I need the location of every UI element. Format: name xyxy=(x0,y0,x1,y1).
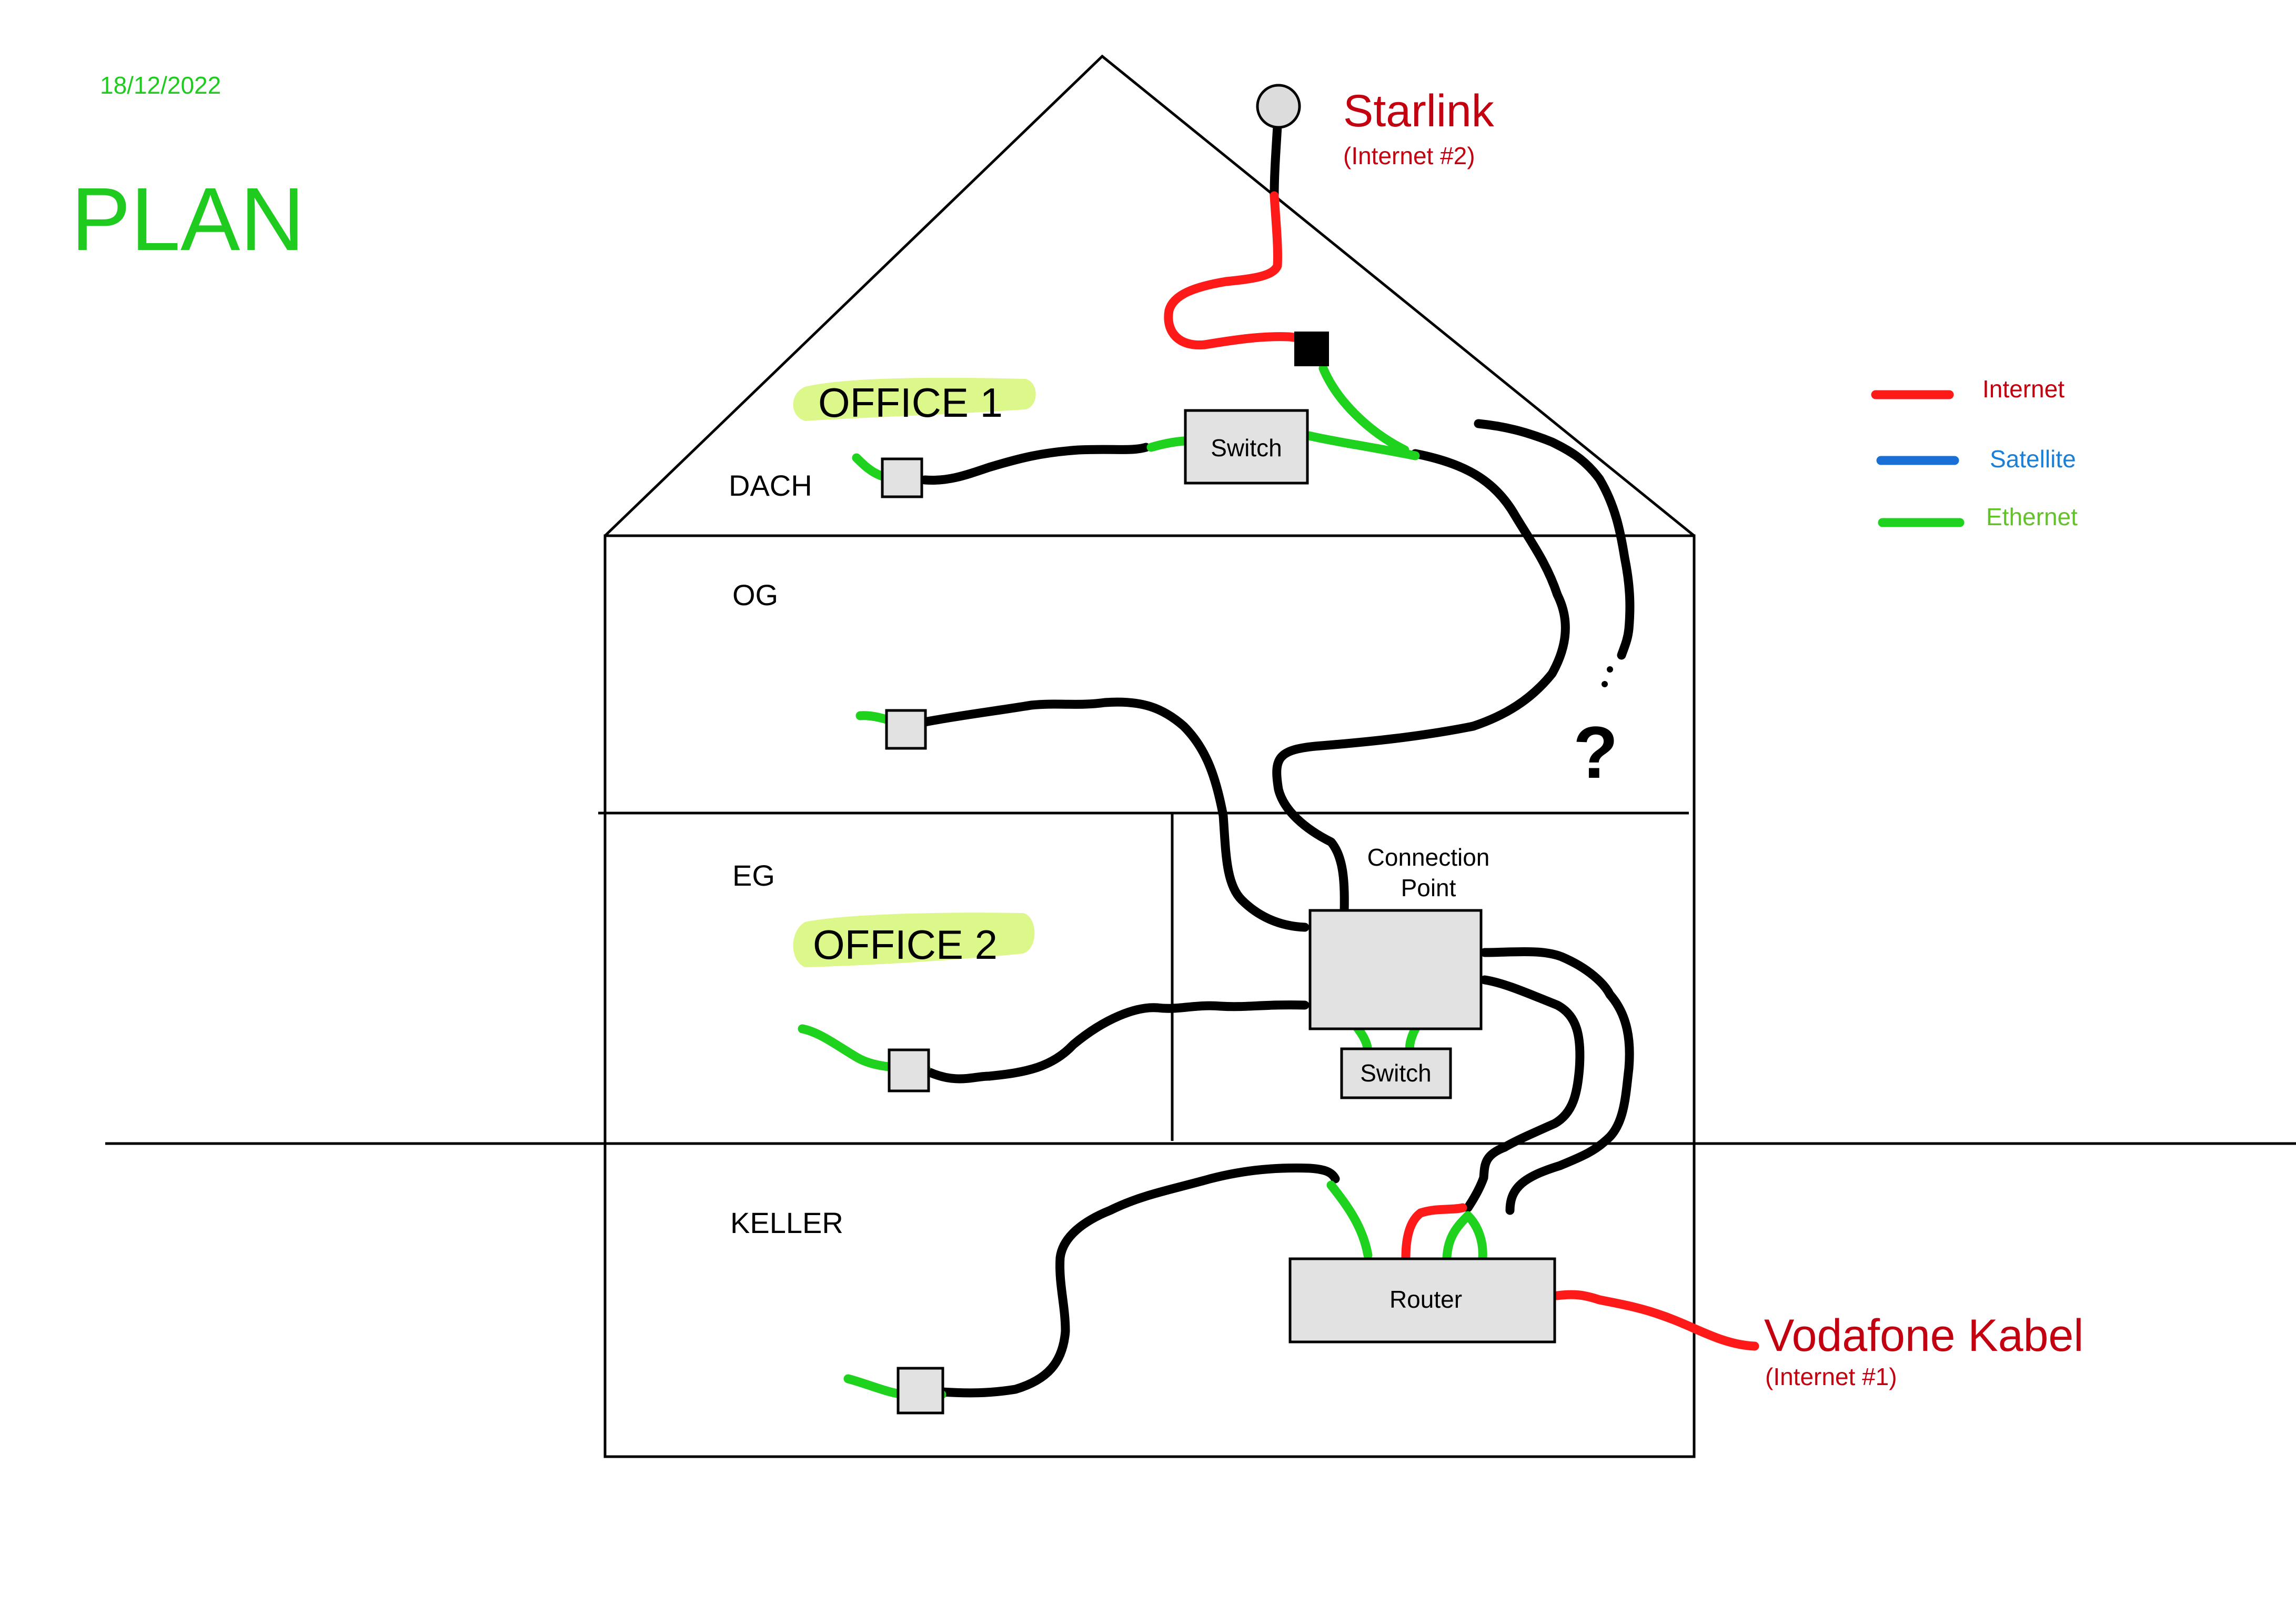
legend-item-ethernet: Ethernet xyxy=(1878,503,2078,530)
house-body xyxy=(603,534,1696,1458)
patch-box-to-switch xyxy=(1318,364,1409,455)
legend-label-satellite: Satellite xyxy=(1990,445,2076,473)
starlink-note: (Internet #2) xyxy=(1343,142,1475,169)
copper-cables xyxy=(920,122,1635,1398)
cable-eg-to-cp xyxy=(925,1000,1310,1084)
cable-keller-to-router xyxy=(937,1164,1340,1398)
ethernet-cables xyxy=(798,364,1487,1399)
router-label: Router xyxy=(1389,1286,1462,1313)
connection-point-label-line1: Connection xyxy=(1367,844,1490,871)
legend-label-internet: Internet xyxy=(1982,375,2065,403)
legend-item-satellite: Satellite xyxy=(1876,445,2076,473)
power-injector-box xyxy=(1294,332,1329,366)
page-title: PLAN xyxy=(71,169,305,269)
switch-dach: Switch xyxy=(1184,409,1309,485)
floor-label-keller: KELLER xyxy=(730,1206,843,1239)
unknown-route-marks xyxy=(1602,666,1613,687)
cable-antenna-mast xyxy=(1270,122,1282,201)
switch-eg-label: Switch xyxy=(1360,1059,1431,1087)
legend-label-ethernet: Ethernet xyxy=(1986,503,2078,530)
vodafone-note: (Internet #1) xyxy=(1765,1363,1897,1390)
office2-highlight xyxy=(793,913,1035,967)
wall-outlet-keller xyxy=(897,1367,944,1415)
legend-item-internet: Internet xyxy=(1871,375,2065,403)
floor-label-eg: EG xyxy=(732,859,775,892)
cable-dach-to-cp xyxy=(1272,449,1570,918)
floor-label-og: OG xyxy=(732,578,778,611)
switch-eg: Switch xyxy=(1340,1047,1452,1099)
wall-outlet-dach xyxy=(881,457,923,498)
connection-point: Connection Point xyxy=(1308,844,1490,1030)
connection-point-box xyxy=(1308,909,1483,1030)
patch-switch-top-left xyxy=(1146,436,1189,452)
keller-patch-1 xyxy=(1326,1180,1373,1260)
unknown-route-question-mark: ? xyxy=(1573,711,1618,794)
keller-patch-2 xyxy=(1442,1211,1487,1262)
wall-outlet-eg xyxy=(888,1048,930,1092)
router: Router xyxy=(1288,1257,1556,1344)
dot-mark xyxy=(1607,666,1613,673)
switch-dach-box xyxy=(1184,409,1309,485)
house-outline xyxy=(105,54,2296,1458)
wall-outlet-og xyxy=(885,709,927,750)
office1-highlight xyxy=(793,377,1036,421)
connection-point-label-line2: Point xyxy=(1401,874,1456,901)
cable-unknown-route xyxy=(1474,419,1635,660)
cable-og-to-cp xyxy=(920,697,1310,932)
cable-cp-to-router-1 xyxy=(1480,947,1634,1215)
router-internet-link xyxy=(1401,1203,1467,1262)
legend: Internet Satellite Ethernet xyxy=(1871,375,2078,530)
cable-cp-to-router-2 xyxy=(1463,975,1585,1212)
starlink-feed-cable xyxy=(1164,191,1315,355)
switch-eg-box xyxy=(1340,1047,1452,1099)
room-label-office1: OFFICE 1 xyxy=(818,379,1003,426)
date-label: 18/12/2022 xyxy=(100,72,221,99)
cable-dach-office1 xyxy=(920,443,1151,485)
floor-label-dach: DACH xyxy=(729,469,812,502)
vodafone-feed-cable xyxy=(1553,1290,1759,1351)
satellite-dish-icon xyxy=(1256,84,1301,129)
vodafone-name: Vodafone Kabel xyxy=(1764,1310,2083,1361)
patch-switch-top-right xyxy=(1304,431,1420,460)
starlink-name: Starlink xyxy=(1343,86,1495,136)
switch-dach-label: Switch xyxy=(1211,434,1282,462)
roof xyxy=(604,54,1695,537)
router-box xyxy=(1288,1257,1556,1344)
room-label-office2: OFFICE 2 xyxy=(813,921,998,968)
dot-mark xyxy=(1602,681,1608,687)
